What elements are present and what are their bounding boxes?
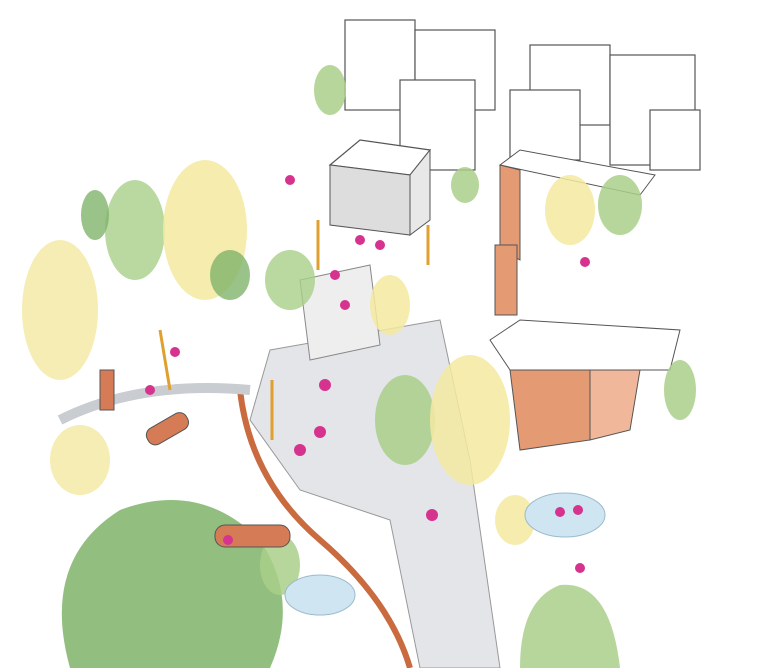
background-buildings — [328, 19, 701, 451]
light-poles — [158, 220, 430, 440]
play-logs — [99, 369, 291, 548]
ponds — [284, 492, 606, 616]
people — [145, 175, 590, 573]
